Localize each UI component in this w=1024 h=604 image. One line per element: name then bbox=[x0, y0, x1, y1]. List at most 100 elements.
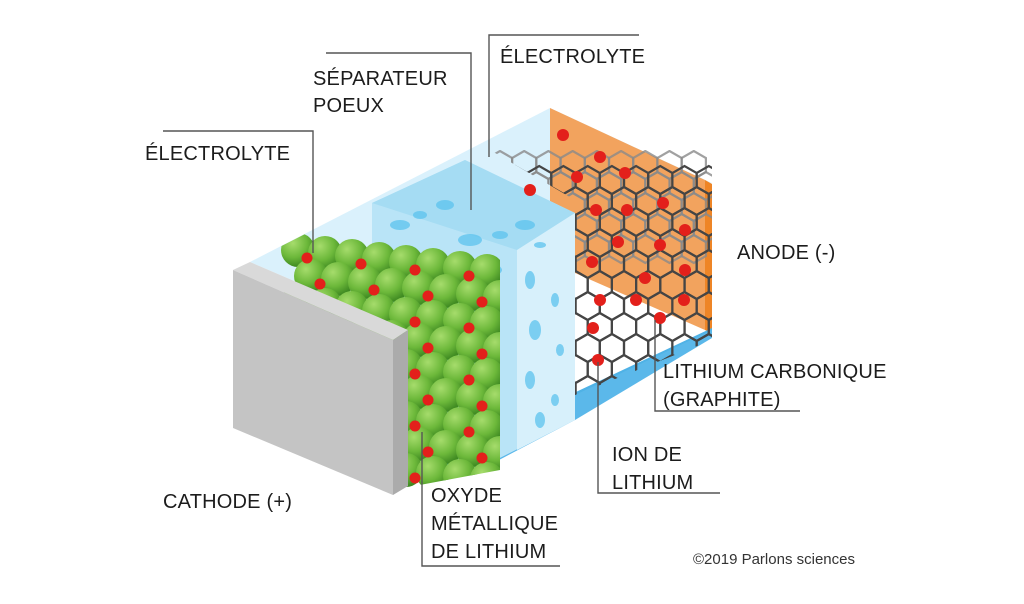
label-electrolyte-right: ÉLECTROLYTE bbox=[500, 45, 645, 68]
cathode-plate bbox=[233, 270, 393, 495]
lithium-ion bbox=[476, 348, 488, 360]
label-cathode: CATHODE (+) bbox=[163, 491, 292, 513]
pore bbox=[458, 234, 482, 246]
lithium-metal-oxide-sphere bbox=[429, 274, 463, 308]
label-electrolyte-left: ÉLECTROLYTE bbox=[145, 142, 290, 165]
lithium-ion bbox=[301, 460, 313, 472]
leader-ion bbox=[597, 362, 720, 494]
lithium-ion bbox=[463, 374, 475, 386]
pore bbox=[551, 293, 559, 307]
graphite-hexagon bbox=[707, 311, 712, 343]
lithium-metal-oxide-sphere bbox=[483, 436, 500, 470]
label-oxide-line1: OXYDE bbox=[431, 485, 502, 507]
pore bbox=[535, 412, 545, 428]
pore bbox=[413, 211, 427, 219]
label-graphite-line2: (GRAPHITE) bbox=[663, 389, 781, 411]
lithium-ion bbox=[476, 400, 488, 412]
lithium-ion bbox=[476, 452, 488, 464]
graphite-hexagon bbox=[707, 269, 712, 301]
lithium-metal-oxide-sphere bbox=[429, 326, 463, 360]
label-ion-line1: ION DE bbox=[612, 444, 682, 466]
lithium-ion bbox=[314, 278, 326, 290]
graphite-hexagon bbox=[685, 439, 709, 467]
leader-oxide bbox=[421, 432, 560, 567]
lithium-ion bbox=[654, 312, 666, 324]
label-separator-line1: SÉPARATEUR bbox=[313, 67, 448, 90]
label-graphite-line1: LITHIUM CARBONIQUE bbox=[663, 361, 887, 383]
lithium-metal-oxide-sphere bbox=[429, 378, 463, 412]
lithium-ion bbox=[301, 252, 313, 264]
lithium-ion bbox=[590, 204, 602, 216]
lithium-ion bbox=[422, 342, 434, 354]
label-oxide-line3: DE LITHIUM bbox=[431, 541, 546, 563]
lithium-ion bbox=[571, 171, 583, 183]
graphite-hexagon bbox=[707, 185, 712, 217]
lithium-metal-oxide-sphere bbox=[429, 430, 463, 464]
lithium-ion bbox=[654, 239, 666, 251]
pore bbox=[515, 220, 535, 230]
lithium-ion bbox=[657, 197, 669, 209]
copyright: ©2019 Parlons sciences bbox=[693, 551, 855, 568]
graphite-hexagon bbox=[600, 418, 624, 446]
graphite-hexagon bbox=[588, 439, 612, 467]
pore bbox=[525, 371, 535, 389]
lithium-ion bbox=[621, 204, 633, 216]
label-oxide-line2: MÉTALLIQUE bbox=[431, 512, 558, 535]
graphite-hexagon bbox=[697, 418, 721, 446]
lithium-ion bbox=[463, 270, 475, 282]
lithium-ion bbox=[592, 354, 604, 366]
lithium-ion bbox=[524, 184, 536, 196]
pore bbox=[529, 320, 541, 340]
lithium-ion bbox=[619, 167, 631, 179]
lithium-ion bbox=[476, 296, 488, 308]
lithium-ion bbox=[639, 272, 651, 284]
anode-plate-edge bbox=[705, 180, 712, 334]
pore bbox=[390, 220, 410, 230]
cathode-plate-side bbox=[393, 330, 408, 495]
lithium-ion bbox=[422, 446, 434, 458]
lithium-ion bbox=[594, 294, 606, 306]
graphite-hexagon bbox=[707, 227, 712, 259]
leader-graphite bbox=[654, 320, 800, 412]
graphite-hexagon bbox=[624, 418, 648, 446]
lithium-metal-oxide-sphere bbox=[321, 262, 355, 296]
anode-lithium-ions bbox=[524, 129, 691, 366]
lithium-ion bbox=[409, 368, 421, 380]
graphite-hexagon bbox=[709, 439, 733, 467]
lithium-ion bbox=[630, 294, 642, 306]
graphite-hexagon bbox=[612, 397, 636, 425]
lithium-ion bbox=[463, 426, 475, 438]
leader-separator bbox=[326, 52, 472, 210]
leader-electrolyte-right bbox=[488, 34, 639, 157]
graphite-hexagon bbox=[672, 418, 696, 446]
lithium-metal-oxide-sphere bbox=[375, 268, 409, 302]
pore bbox=[525, 271, 535, 289]
lithium-ion bbox=[422, 290, 434, 302]
lithium-ion bbox=[409, 472, 421, 484]
label-ion-line2: LITHIUM bbox=[612, 472, 693, 494]
lithium-ion bbox=[612, 236, 624, 248]
lithium-ion bbox=[587, 322, 599, 334]
lithium-ion bbox=[422, 394, 434, 406]
lithium-metal-oxide-sphere bbox=[483, 332, 500, 366]
lithium-ion bbox=[409, 264, 421, 276]
graphite-hexagon bbox=[648, 418, 672, 446]
lithium-ion bbox=[409, 420, 421, 432]
label-anode: ANODE (-) bbox=[737, 242, 835, 264]
lithium-ion bbox=[409, 316, 421, 328]
lithium-ion bbox=[368, 284, 380, 296]
pore bbox=[436, 200, 454, 210]
leader-electrolyte-left bbox=[163, 130, 314, 253]
lithium-metal-oxide-sphere bbox=[483, 384, 500, 418]
lithium-ion bbox=[355, 258, 367, 270]
lithium-ion bbox=[678, 294, 690, 306]
pore bbox=[556, 344, 564, 356]
lithium-ion bbox=[586, 256, 598, 268]
cathode-plate-top-edge bbox=[233, 262, 408, 340]
graphite-hexagon bbox=[563, 439, 587, 467]
pore bbox=[534, 242, 546, 248]
lithium-ion bbox=[594, 151, 606, 163]
graphite-hexagon bbox=[680, 233, 708, 265]
